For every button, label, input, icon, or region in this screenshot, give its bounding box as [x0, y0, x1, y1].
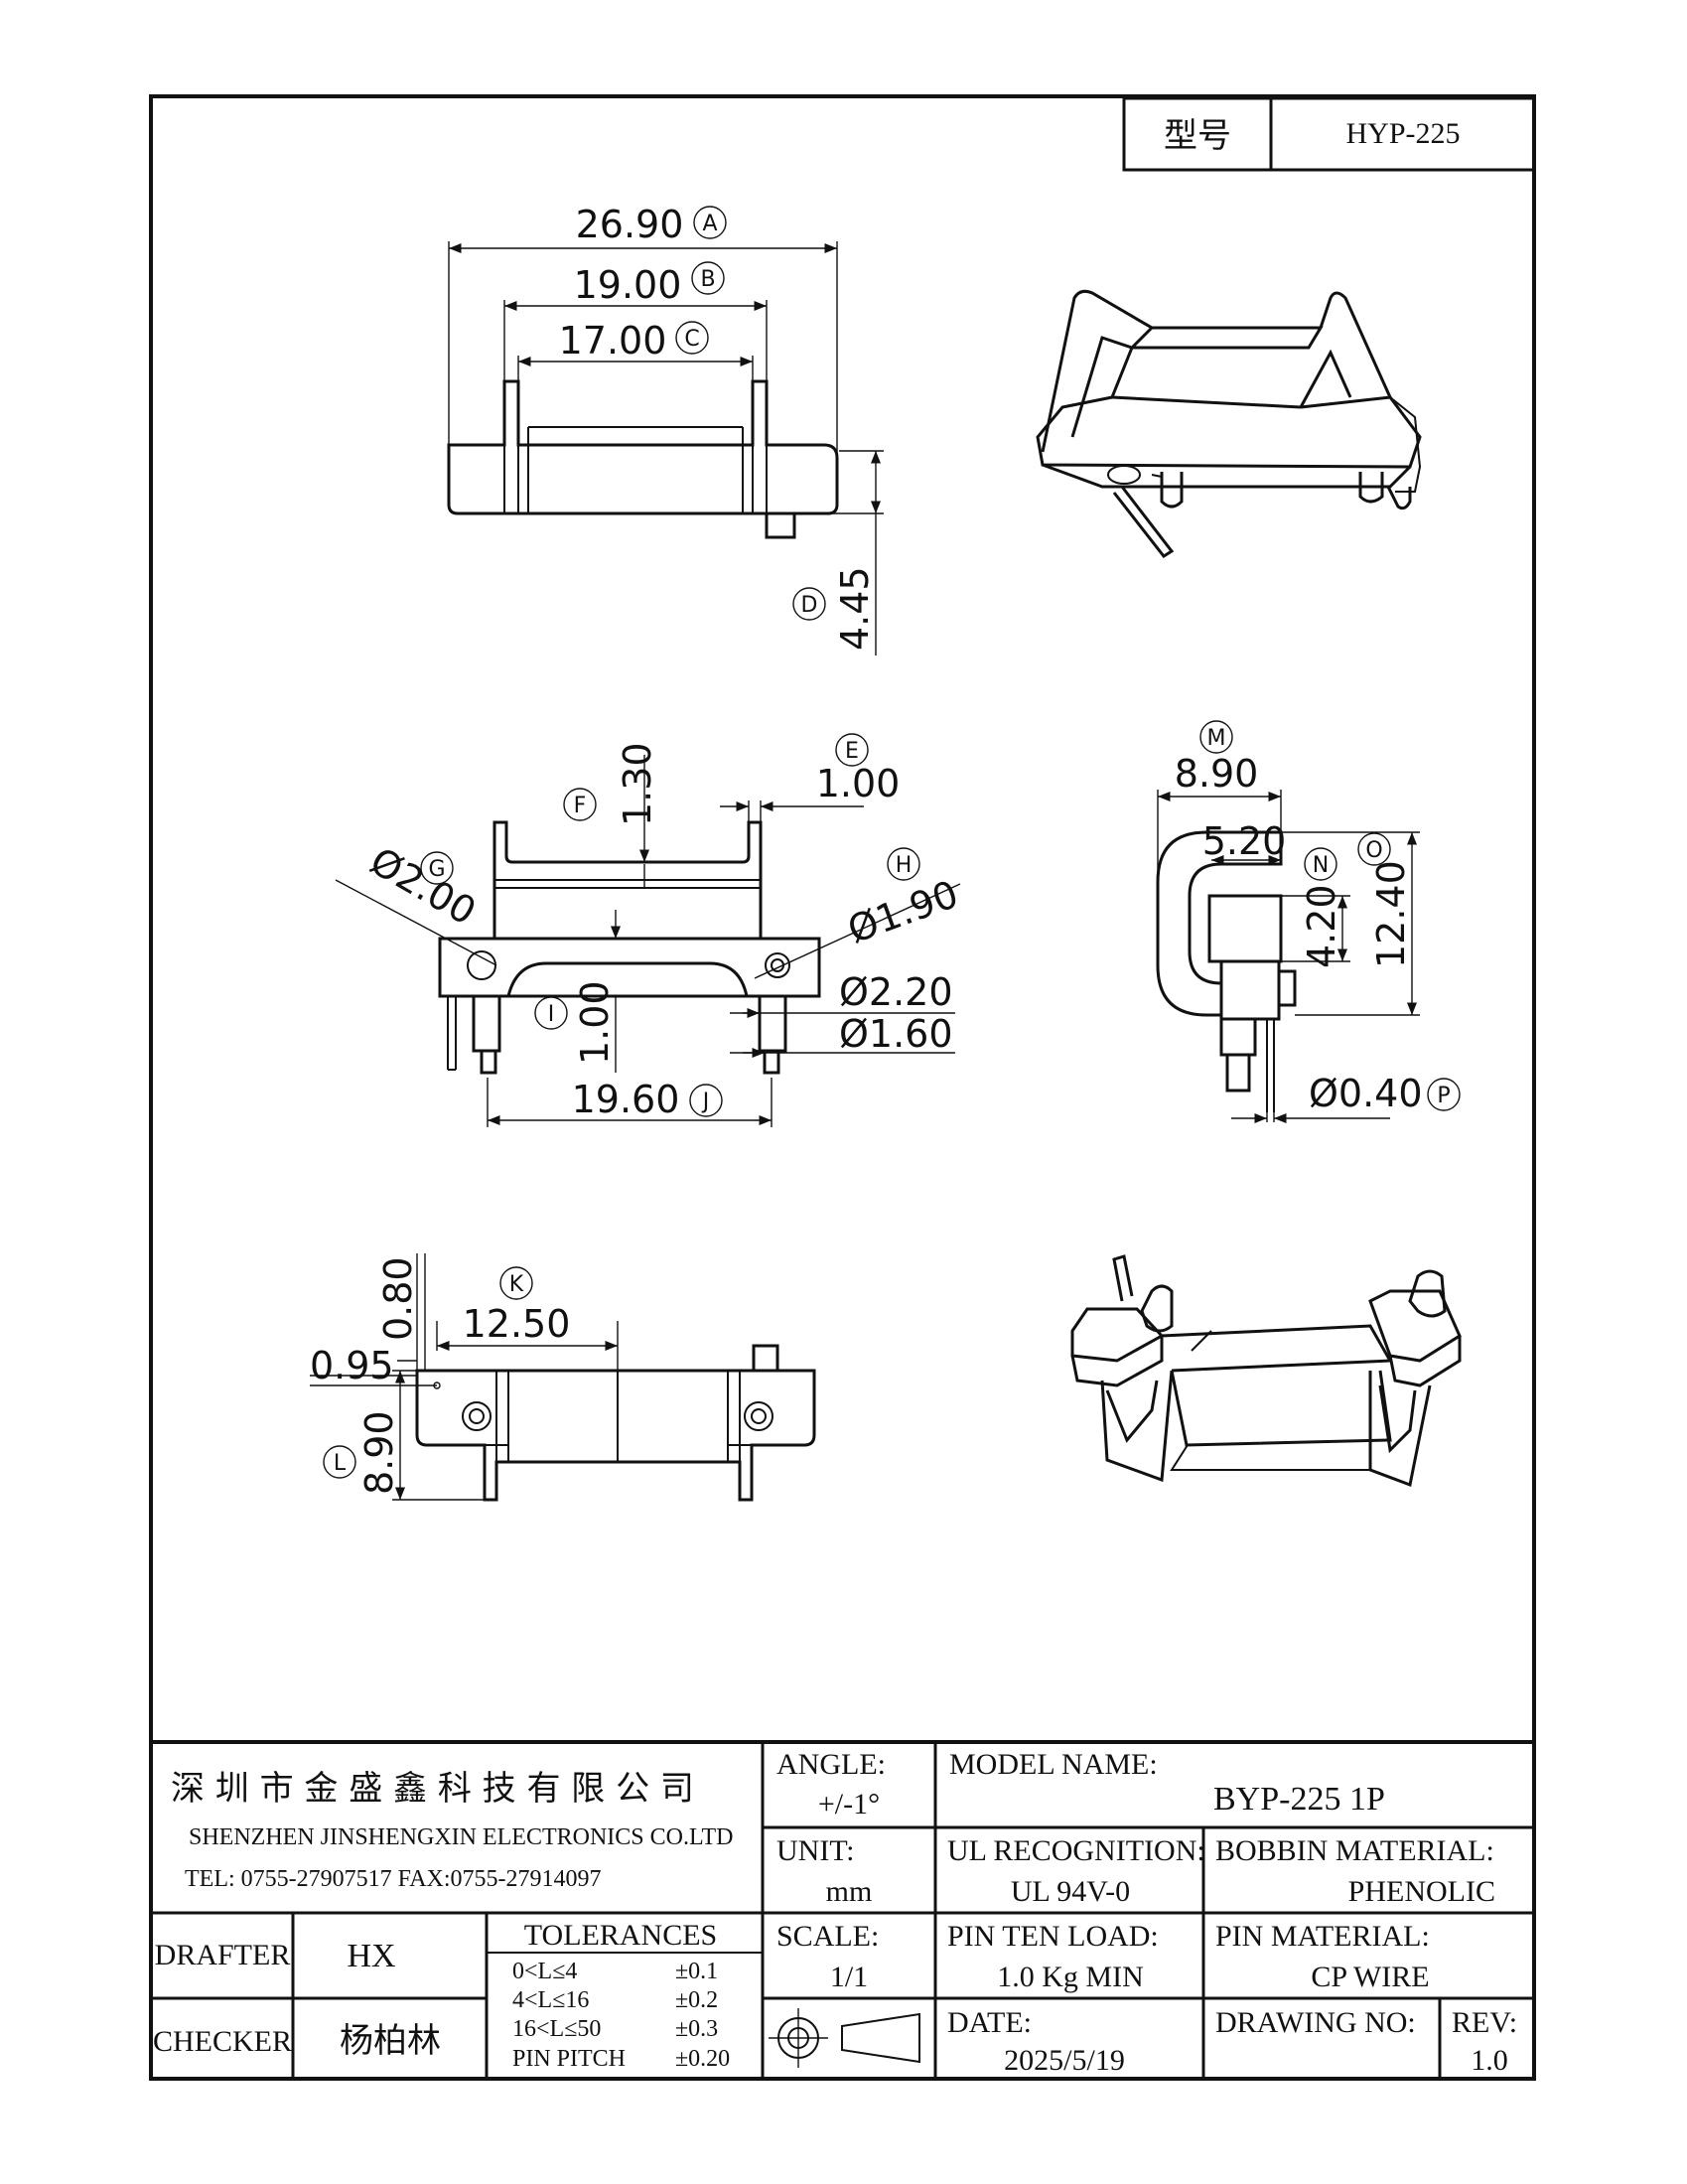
- dim-n-tag: N: [1313, 853, 1329, 878]
- dim-c-tag: C: [684, 327, 699, 352]
- dim-h-value: Ø1.90: [842, 872, 964, 952]
- dim-n-value: 4.20: [1300, 884, 1343, 968]
- tol-range-4: PIN PITCH: [512, 2046, 626, 2072]
- dim-l-value: 8.90: [357, 1410, 401, 1495]
- dim-f-tag: F: [574, 794, 587, 818]
- drawing-no-label: DRAWING NO:: [1215, 2006, 1416, 2039]
- dim-i-value: 1.00: [573, 980, 617, 1065]
- end-view-dimensions: 8.90 M 5.20 4.20 N 12.40 O Ø0.40 P: [1157, 720, 1461, 1124]
- dim-h-tag: H: [896, 853, 913, 878]
- scale-value: 1/1: [830, 1961, 868, 1993]
- tol-value-2: ±0.2: [675, 1987, 718, 2013]
- company-name-cn: 深 圳 市 金 盛 鑫 科 技 有 限 公 司: [171, 1769, 694, 1809]
- dim-b-tag: B: [700, 267, 715, 292]
- drawing-border: [149, 94, 1536, 2081]
- dim-k1-value: 0.80: [376, 1256, 420, 1341]
- dim-m-tag: M: [1207, 726, 1226, 751]
- dim-e-value: 1.00: [816, 762, 901, 805]
- company-name-en: SHENZHEN JINSHENGXIN ELECTRONICS CO.LTD: [189, 1824, 733, 1850]
- tol-value-3: ±0.3: [675, 2016, 718, 2042]
- angle-label: ANGLE:: [776, 1748, 886, 1781]
- dim-k2-value: 0.95: [310, 1344, 394, 1387]
- unit-value: mm: [826, 1875, 873, 1908]
- dim-g-value: Ø2.00: [363, 839, 484, 934]
- date-label: DATE:: [947, 2006, 1032, 2039]
- dim-i-tag: I: [548, 1002, 555, 1027]
- pin-material-label: PIN MATERIAL:: [1215, 1920, 1430, 1953]
- company-contact: TEL: 0755-27907517 FAX:0755-27914097: [185, 1866, 602, 1892]
- tol-value-4: ±0.20: [675, 2046, 730, 2072]
- dim-d-tag: D: [801, 593, 818, 618]
- dim-d-value: 4.45: [833, 566, 877, 651]
- dim-m-value: 8.90: [1175, 752, 1259, 796]
- pin-load-value: 1.0 Kg MIN: [997, 1961, 1144, 1993]
- tolerances-label: TOLERANCES: [524, 1919, 717, 1952]
- scale-label: SCALE:: [776, 1920, 879, 1953]
- front-view: [447, 379, 839, 539]
- dim-p-value: Ø0.40: [1309, 1072, 1423, 1115]
- dim-e-tag: E: [845, 739, 859, 764]
- rev-label: REV:: [1452, 2006, 1517, 2039]
- model-name-label: MODEL NAME:: [949, 1748, 1158, 1781]
- drafter-label: DRAFTER: [155, 1939, 291, 1971]
- bobbin-material-value: PHENOLIC: [1348, 1875, 1495, 1908]
- unit-label: UNIT:: [776, 1834, 855, 1867]
- side-view-dimensions: 1.00 E 1.30 F Ø2.00 G Ø1.90 H Ø2.20 Ø1.6…: [335, 733, 964, 1127]
- dim-a-value: 26.90: [576, 203, 684, 246]
- dim-p-tag: P: [1437, 1084, 1450, 1108]
- projection-symbol: [769, 2008, 920, 2068]
- bobbin-material-label: BOBBIN MATERIAL:: [1215, 1834, 1494, 1867]
- dim-j-tag: J: [701, 1090, 710, 1114]
- iso-view-top: [1036, 289, 1422, 558]
- drafter-value: HX: [347, 1938, 395, 1974]
- model-header-value: HYP-225: [1345, 117, 1460, 150]
- dim-l-tag: L: [334, 1451, 347, 1476]
- side-view: [438, 820, 821, 1075]
- dim-g-tag: G: [428, 857, 445, 882]
- model-header: 型号 HYP-225: [1122, 96, 1536, 172]
- dim-c-value: 17.00: [559, 319, 667, 363]
- dim-o-value: 12.40: [1369, 860, 1413, 968]
- dim-k-tag: K: [509, 1272, 524, 1297]
- dim-h3-value: Ø1.60: [839, 1012, 953, 1056]
- dim-b-value: 19.00: [574, 263, 682, 307]
- rev-value: 1.0: [1471, 2044, 1508, 2077]
- tol-range-1: 0<L≤4: [512, 1959, 577, 1984]
- pin-material-value: CP WIRE: [1311, 1961, 1429, 1993]
- model-name-value: BYP-225 1P: [1213, 1781, 1385, 1818]
- iso-view-bottom: [1070, 1254, 1462, 1488]
- dim-a-tag: A: [702, 212, 717, 236]
- dim-f-value: 1.30: [616, 742, 659, 826]
- ul-label: UL RECOGNITION:: [947, 1834, 1205, 1867]
- dim-k-value: 12.50: [463, 1302, 571, 1346]
- pin-load-label: PIN TEN LOAD:: [947, 1920, 1159, 1953]
- tol-range-2: 4<L≤16: [512, 1987, 589, 2013]
- bottom-view: [415, 1344, 816, 1502]
- bottom-view-dimensions: 0.80 12.50 K 0.95 8.90 L: [310, 1253, 619, 1501]
- front-view-dimensions: 26.90 A 19.00 B 17.00 C 4.45 D: [448, 203, 884, 655]
- angle-value: +/-1°: [818, 1788, 880, 1820]
- dim-j-value: 19.60: [572, 1078, 680, 1121]
- dim-h2-value: Ø2.20: [839, 970, 953, 1014]
- checker-label: CHECKER: [153, 2025, 292, 2058]
- date-value: 2025/5/19: [1004, 2044, 1125, 2077]
- dim-n0-value: 5.20: [1202, 819, 1287, 863]
- end-view: [1156, 830, 1297, 1112]
- checker-value: 杨柏林: [340, 2021, 441, 2061]
- dim-o-tag: O: [1365, 838, 1382, 863]
- tol-value-1: ±0.1: [675, 1959, 718, 1984]
- ul-value: UL 94V-0: [1011, 1875, 1130, 1908]
- model-header-label: 型号: [1164, 116, 1231, 156]
- tol-range-3: 16<L≤50: [512, 2016, 601, 2042]
- title-block: 深 圳 市 金 盛 鑫 科 技 有 限 公 司 SHENZHEN JINSHEN…: [151, 1740, 1534, 2079]
